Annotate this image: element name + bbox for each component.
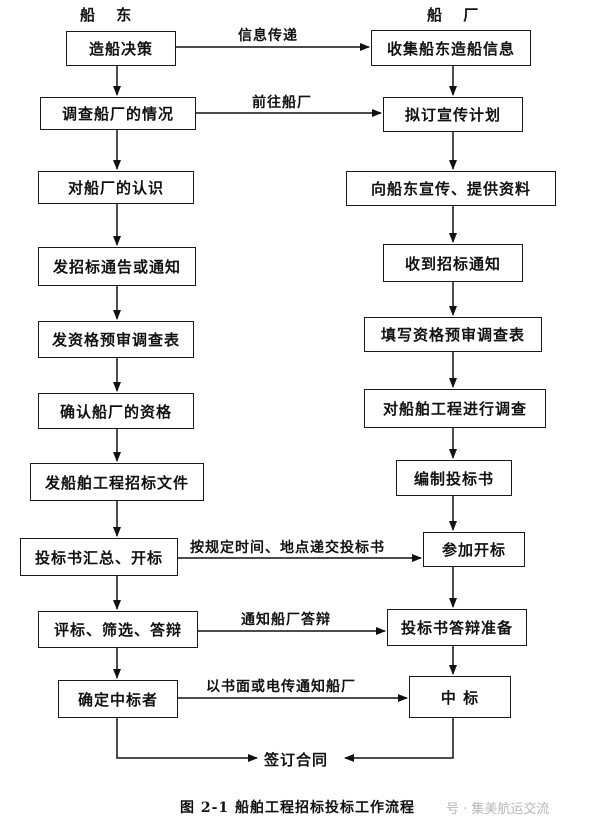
right-step-3: 向船东宣传、提供资料: [346, 171, 556, 206]
link-label-5: 以书面或电传通知船厂: [206, 679, 356, 695]
right-step-4: 收到招标通知: [383, 244, 523, 282]
left-step-4: 发招标通告或通知: [38, 247, 196, 286]
header-shipowner: 船 东: [80, 6, 140, 24]
link-label-1: 信息传递: [238, 28, 298, 44]
left-step-6: 确认船厂的资格: [38, 393, 194, 429]
merge-line-right: [344, 718, 454, 762]
right-step-9: 投标书答辩准备: [387, 609, 527, 646]
left-step-3: 对船厂的认识: [38, 171, 194, 204]
link-label-2: 前往船厂: [252, 95, 312, 111]
left-step-8: 投标书汇总、开标: [20, 538, 178, 576]
right-step-5: 填写资格预审调查表: [364, 317, 542, 352]
left-step-2: 调查船厂的情况: [40, 97, 196, 130]
right-step-6: 对船舶工程进行调查: [364, 389, 546, 428]
right-step-1: 收集船东造船信息: [371, 30, 531, 66]
watermark: 号 · 集美航运交流: [446, 802, 550, 817]
figure-caption: 图 2-1 船舶工程招标投标工作流程: [180, 800, 416, 816]
left-step-5: 发资格预审调查表: [38, 321, 194, 358]
left-step-7: 发船舶工程招标文件: [30, 463, 204, 501]
right-step-8: 参加开标: [423, 532, 525, 567]
right-step-2: 拟订宣传计划: [383, 97, 523, 132]
link-label-3: 按规定时间、地点递交投标书: [190, 540, 385, 556]
right-step-7: 编制投标书: [396, 460, 512, 496]
header-shipyard: 船 厂: [427, 6, 487, 24]
left-step-9: 评标、筛选、答辩: [38, 611, 198, 648]
link-label-4: 通知船厂答辩: [241, 612, 331, 628]
right-step-10: 中 标: [409, 676, 511, 718]
left-step-1: 造船决策: [66, 31, 176, 66]
left-step-10: 确定中标者: [58, 680, 178, 718]
merge-line-left: [116, 718, 258, 762]
final-sign-contract: 签订合同: [264, 751, 329, 769]
